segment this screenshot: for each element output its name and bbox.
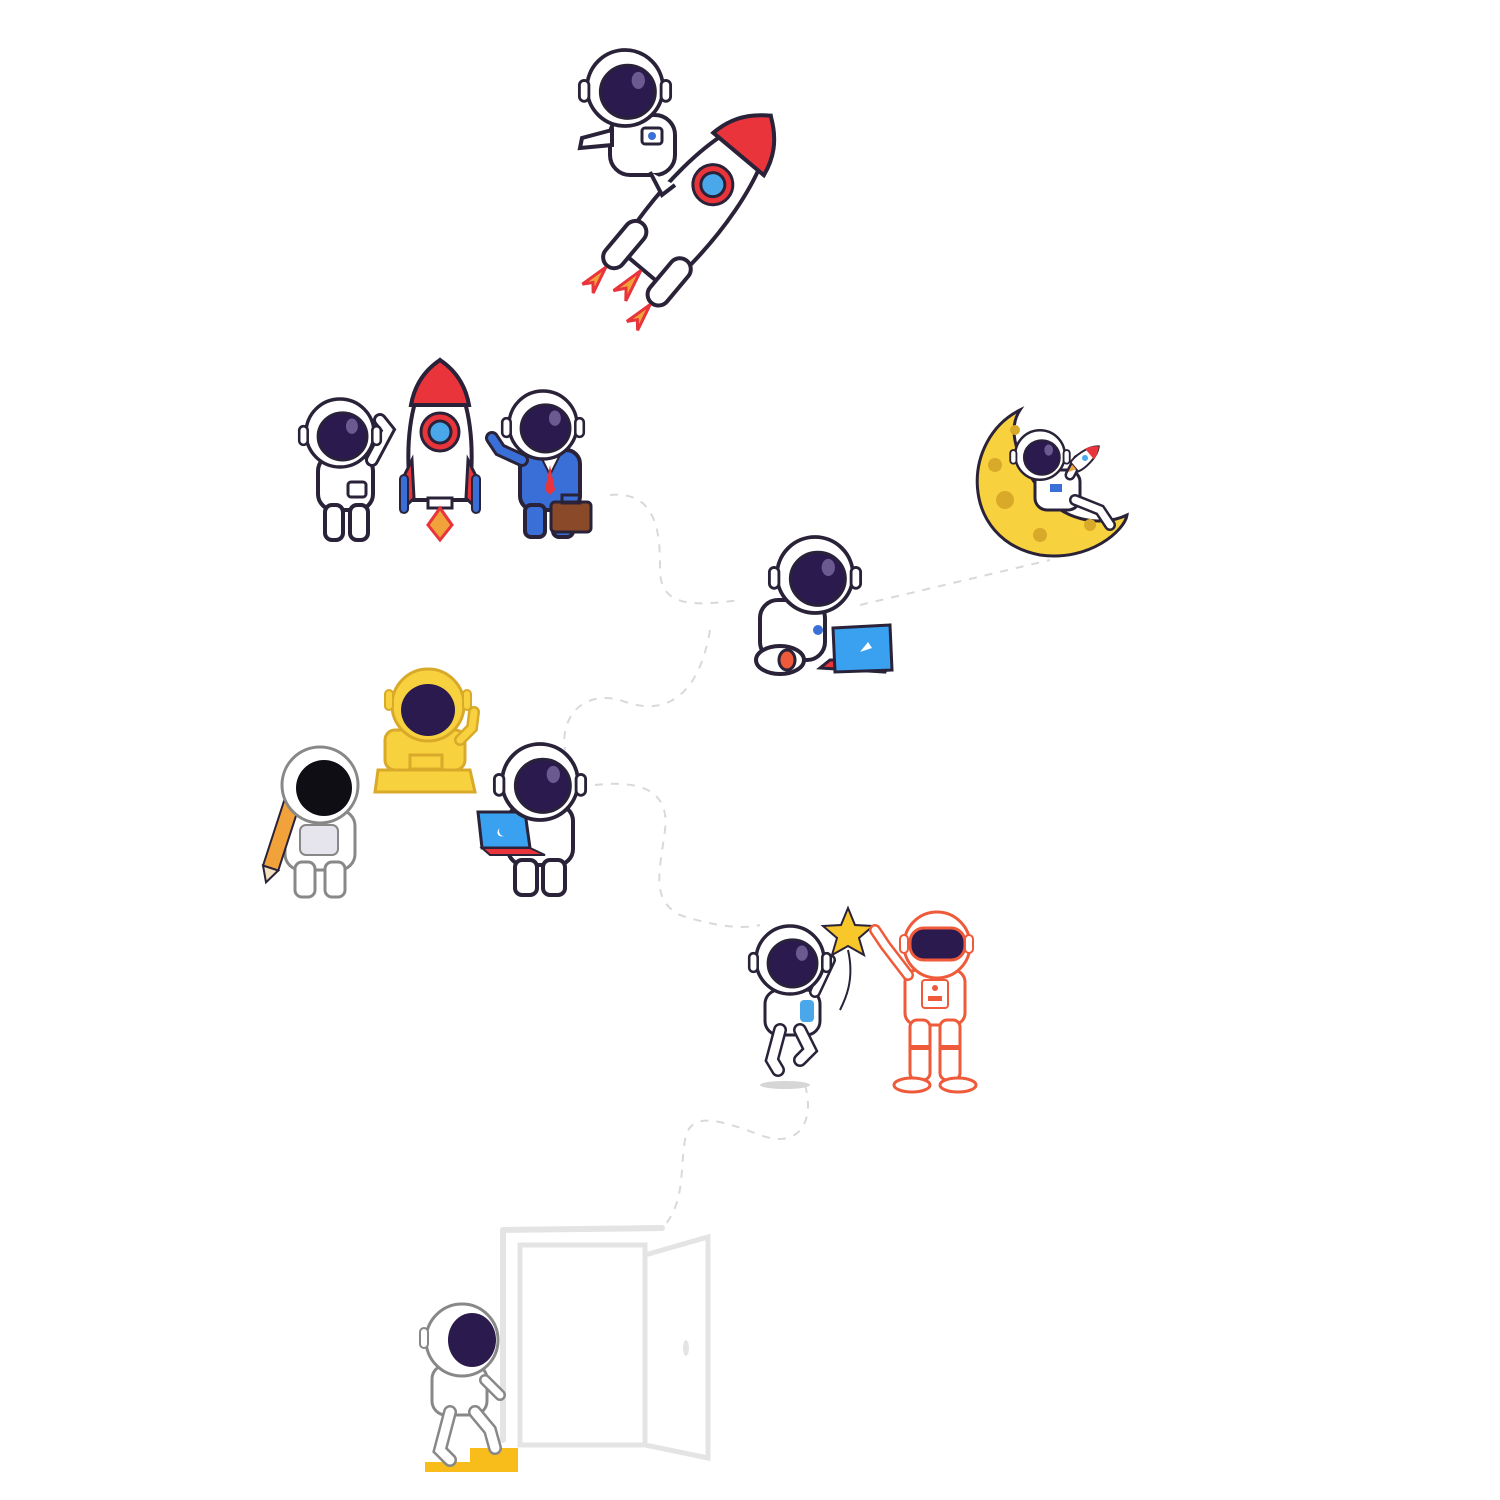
astronaut-on-moon: [975, 406, 1129, 558]
astronaut-riding-rocket: [577, 48, 777, 332]
team-planning: [261, 667, 588, 899]
dashed-journey-path: [563, 493, 1051, 1226]
astronaut-with-laptop: [754, 535, 894, 676]
team-with-rocket: [297, 357, 593, 543]
astronaut-entering-door: [419, 1225, 711, 1472]
astronauts-reaching-star: [747, 905, 978, 1094]
